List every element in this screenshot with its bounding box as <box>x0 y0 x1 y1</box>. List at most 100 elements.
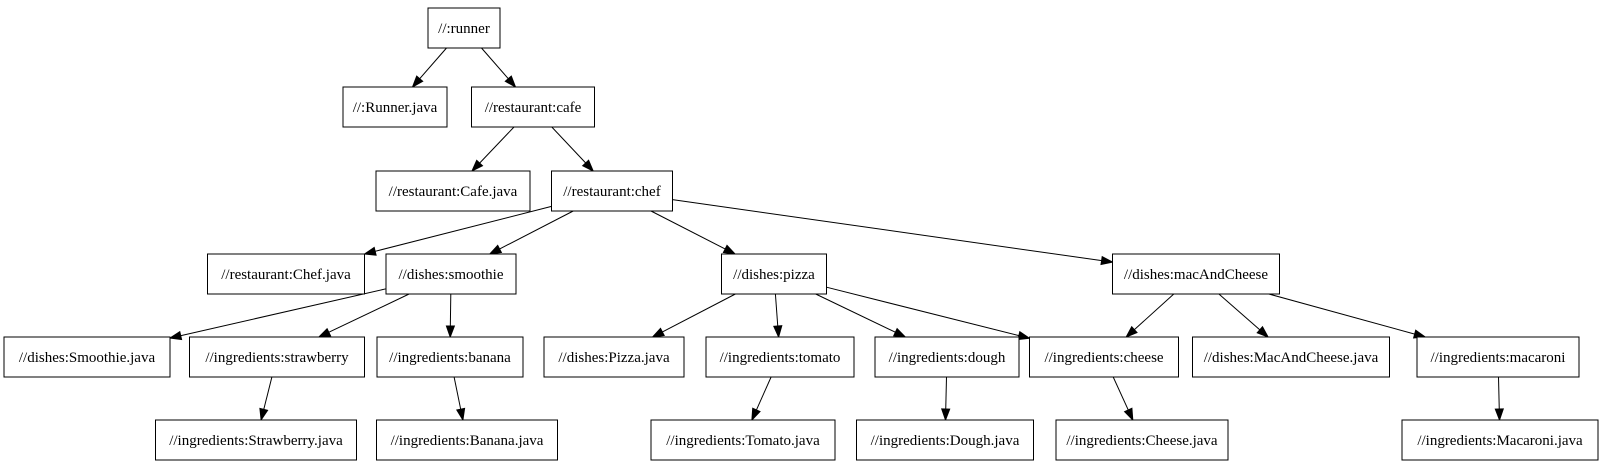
node-label: //ingredients:Dough.java <box>871 433 1020 449</box>
node-cafe_java: //restaurant:Cafe.java <box>375 170 531 212</box>
node-dough_java: //ingredients:Dough.java <box>856 419 1034 461</box>
node-cheese_java: //ingredients:Cheese.java <box>1055 419 1229 461</box>
edge-arrowhead-icon <box>259 407 269 422</box>
node-smoothie_java: //dishes:Smoothie.java <box>3 336 171 378</box>
node-box <box>189 336 365 378</box>
node-label: //dishes:Pizza.java <box>558 350 670 366</box>
node-label: //ingredients:Strawberry.java <box>169 433 343 449</box>
edge-line <box>650 210 728 251</box>
edge-arrowhead-icon <box>1256 325 1270 338</box>
node-box <box>856 419 1034 461</box>
edge-line <box>551 126 588 165</box>
node-box <box>705 336 855 378</box>
edge-line <box>1112 376 1130 413</box>
edge-pizza-to-cheese <box>826 286 1031 341</box>
edge-line <box>481 47 510 81</box>
node-box <box>375 170 531 212</box>
node-box <box>1192 336 1390 378</box>
node-strawberry_java: //ingredients:Strawberry.java <box>155 419 357 461</box>
edge-line <box>373 205 552 253</box>
node-label: //ingredients:dough <box>889 350 1006 366</box>
edge-arrowhead-icon <box>1494 408 1505 422</box>
edge-cheese-to-cheese_java <box>1112 376 1134 422</box>
edge-chef-to-pizza <box>650 210 737 255</box>
node-box <box>650 419 836 461</box>
node-box <box>3 336 171 378</box>
edge-arrowhead-icon <box>892 327 907 338</box>
node-chef: //restaurant:chef <box>551 170 673 212</box>
node-box <box>385 253 517 295</box>
edge-line <box>449 293 452 329</box>
edge-tomato-to-tomato_java <box>751 376 772 422</box>
node-smoothie: //dishes:smoothie <box>385 253 517 295</box>
edge-arrowhead-icon <box>581 159 595 173</box>
node-label: //ingredients:Cheese.java <box>1066 433 1218 449</box>
edge-mac_and_cheese-to-cheese <box>1125 293 1175 338</box>
node-box <box>376 419 558 461</box>
edge-line <box>1132 293 1175 332</box>
node-banana: //ingredients:banana <box>376 336 524 378</box>
edge-arrowhead-icon <box>317 327 332 338</box>
edge-arrowhead-icon <box>651 327 665 338</box>
edge-line <box>660 293 736 334</box>
node-box <box>1401 419 1599 461</box>
edge-line <box>497 210 574 251</box>
edge-runner-to-runner_java <box>411 47 447 89</box>
edge-line <box>1218 293 1262 332</box>
node-label: //ingredients:cheese <box>1044 350 1163 366</box>
node-box <box>1055 419 1229 461</box>
edge-line <box>672 199 1104 262</box>
edge-pizza-to-tomato <box>773 293 783 339</box>
node-label: //restaurant:cafe <box>485 100 582 116</box>
edge-cafe-to-cafe_java <box>470 126 515 173</box>
node-tomato: //ingredients:tomato <box>705 336 855 378</box>
node-macaroni_java: //ingredients:Macaroni.java <box>1401 419 1599 461</box>
node-box <box>551 170 673 212</box>
edge-arrowhead-icon <box>722 244 737 255</box>
node-label: //ingredients:strawberry <box>205 350 349 366</box>
edge-arrowhead-icon <box>504 75 517 89</box>
edge-line <box>453 376 462 412</box>
node-label: //:runner <box>438 21 490 37</box>
node-chef_java: //restaurant:Chef.java <box>207 253 365 295</box>
edge-chef-to-smoothie <box>488 210 574 255</box>
node-label: //ingredients:Tomato.java <box>666 433 820 449</box>
node-box <box>155 419 357 461</box>
node-box <box>1029 336 1179 378</box>
edge-arrowhead-icon <box>168 330 183 341</box>
edge-arrowhead-icon <box>1017 330 1031 341</box>
node-macaroni: //ingredients:macaroni <box>1416 336 1580 378</box>
node-label: //dishes:pizza <box>733 267 815 283</box>
node-label: //ingredients:tomato <box>720 350 841 366</box>
edge-line <box>755 376 772 413</box>
edge-line <box>826 286 1021 337</box>
node-box <box>1416 336 1580 378</box>
edge-runner-to-cafe <box>481 47 517 89</box>
node-dough: //ingredients:dough <box>874 336 1020 378</box>
node-runner_java: //:Runner.java <box>342 86 448 128</box>
edge-arrowhead-icon <box>1123 407 1134 422</box>
edge-line <box>178 288 387 337</box>
edge-pizza-to-pizza_java <box>651 293 736 338</box>
edge-pizza-to-dough <box>815 293 907 338</box>
edge-arrowhead-icon <box>456 407 466 422</box>
edge-cafe-to-chef <box>551 126 595 173</box>
node-pizza: //dishes:pizza <box>721 253 827 295</box>
node-box <box>342 86 448 128</box>
edge-arrowhead-icon <box>363 246 377 256</box>
node-label: //dishes:smoothie <box>399 267 504 283</box>
node-label: //:Runner.java <box>353 100 438 116</box>
node-label: //dishes:Smoothie.java <box>19 350 156 366</box>
edge-dough-to-dough_java <box>940 376 951 422</box>
node-runner: //:runner <box>427 7 501 49</box>
node-label: //dishes:MacAndCheese.java <box>1204 350 1379 366</box>
node-cafe: //restaurant:cafe <box>471 86 595 128</box>
edge-line <box>477 126 515 165</box>
edge-chef-to-mac_and_cheese <box>672 199 1114 266</box>
node-mac_and_cheese: //dishes:macAndCheese <box>1112 253 1280 295</box>
node-label: //ingredients:Macaroni.java <box>1417 433 1583 449</box>
node-mac_and_cheese_java: //dishes:MacAndCheese.java <box>1192 336 1390 378</box>
edge-line <box>1268 293 1417 336</box>
node-label: //restaurant:chef <box>563 184 660 200</box>
